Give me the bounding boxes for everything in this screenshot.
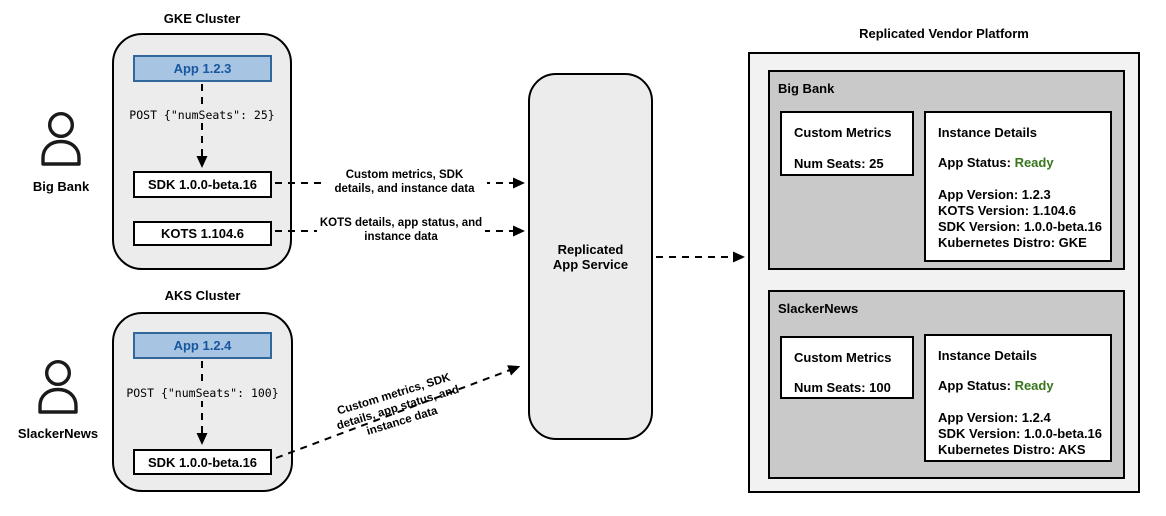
status-ready-value: Ready [1014, 155, 1054, 170]
instance-details-title: Instance Details [938, 125, 1037, 140]
customer-section-slackernews: SlackerNews Custom Metrics Num Seats: 10… [768, 290, 1125, 479]
instance-details-card: Instance Details App Status: Ready App V… [924, 334, 1112, 462]
aks-post-request-label: POST {"numSeats": 100} [112, 385, 293, 401]
instance-detail-line: App Version: 1.2.4 [938, 410, 1051, 425]
vendor-platform-box: Big Bank Custom Metrics Num Seats: 25 In… [748, 52, 1140, 493]
customer-section-big-bank: Big Bank Custom Metrics Num Seats: 25 In… [768, 70, 1125, 270]
big-bank-actor-label: Big Bank [32, 179, 90, 194]
service-label-line: App Service [552, 256, 629, 272]
customer-name: SlackerNews [778, 301, 859, 316]
slackernews-actor [35, 359, 81, 421]
instance-detail-line: Kubernetes Distro: GKE [938, 235, 1087, 250]
aks-app-version-box: App 1.2.4 [133, 332, 272, 359]
instance-details-title: Instance Details [938, 348, 1037, 363]
num-seats-value: Num Seats: 25 [794, 156, 884, 171]
aks-cluster-box: App 1.2.4 SDK 1.0.0-beta.16 [112, 312, 293, 492]
gke-post-request-label: POST {"numSeats": 25} [112, 107, 292, 123]
custom-metrics-card: Custom Metrics Num Seats: 100 [780, 336, 914, 399]
instance-detail-line: KOTS Version: 1.104.6 [938, 203, 1077, 218]
person-icon [38, 359, 78, 414]
customer-name: Big Bank [778, 81, 835, 96]
aks-sdk-box: SDK 1.0.0-beta.16 [133, 449, 272, 475]
gke-kots-arrow-label: KOTS details, app status, and instance d… [317, 215, 485, 245]
instance-detail-line: SDK Version: 1.0.0-beta.16 [938, 219, 1103, 234]
instance-detail-line: SDK Version: 1.0.0-beta.16 [938, 426, 1103, 441]
gke-kots-box: KOTS 1.104.6 [133, 221, 272, 246]
instance-details-card: Instance Details App Status: Ready App V… [924, 111, 1112, 262]
replicated-app-service-box: Replicated App Service [528, 73, 653, 440]
num-seats-value: Num Seats: 100 [794, 380, 891, 395]
platform-title: Replicated Vendor Platform [859, 26, 1029, 41]
app-status-line: App Status: Ready [938, 155, 1054, 170]
aks-sdk-arrow-label: Custom metrics, SDK details, app status,… [335, 371, 461, 438]
instance-detail-line: Kubernetes Distro: AKS [938, 442, 1086, 457]
instance-detail-line: App Version: 1.2.3 [938, 187, 1051, 202]
big-bank-actor [38, 111, 84, 173]
custom-metrics-title: Custom Metrics [794, 125, 892, 140]
status-ready-value: Ready [1014, 378, 1054, 393]
gke-sdk-arrow-label: Custom metrics, SDK details, and instanc… [322, 167, 487, 197]
service-label-line: Replicated [557, 241, 624, 257]
gke-cluster-box: App 1.2.3 SDK 1.0.0-beta.16 KOTS 1.104.6 [112, 33, 292, 270]
person-icon [41, 111, 81, 166]
gke-sdk-box: SDK 1.0.0-beta.16 [133, 171, 272, 198]
custom-metrics-title: Custom Metrics [794, 350, 892, 365]
custom-metrics-card: Custom Metrics Num Seats: 25 [780, 111, 914, 176]
slackernews-actor-label: SlackerNews [17, 426, 99, 441]
gke-app-version-box: App 1.2.3 [133, 55, 272, 82]
app-status-line: App Status: Ready [938, 378, 1054, 393]
gke-cluster-title: GKE Cluster [163, 11, 241, 26]
aks-cluster-title: AKS Cluster [164, 288, 241, 303]
